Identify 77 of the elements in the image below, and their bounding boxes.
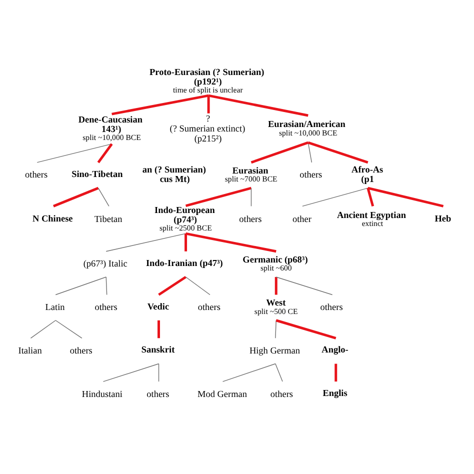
connector xyxy=(158,275,186,296)
connector xyxy=(250,140,309,164)
node-text: other xyxy=(292,214,312,224)
node-text: others xyxy=(300,169,322,180)
node-text: West xyxy=(266,297,286,308)
node-text: others xyxy=(239,214,262,224)
node-text: Latin xyxy=(45,301,65,312)
node-text: others xyxy=(320,301,343,312)
node-text: Dene-Caucasian 143¹) xyxy=(78,114,143,134)
connector xyxy=(275,320,276,338)
connector xyxy=(106,232,186,252)
connector xyxy=(55,276,106,295)
connector xyxy=(185,276,210,295)
node-label: split ~500 CE xyxy=(254,306,298,316)
node-text: Afro-As (p1 xyxy=(352,164,384,184)
connector xyxy=(222,362,276,382)
connector xyxy=(186,232,276,252)
node-text: Vedic xyxy=(147,300,170,311)
node-text: Eurasian/American xyxy=(268,118,346,129)
connector xyxy=(185,186,252,207)
node-text: Italian xyxy=(18,344,42,355)
node-text: (p67³) Italic xyxy=(83,258,128,268)
node-text: others xyxy=(70,344,92,355)
node-text: Indo-Iranian (p47³) xyxy=(146,257,223,268)
connector xyxy=(274,276,278,294)
label: an (? Sumerian) xyxy=(142,164,206,174)
node-text: Germanic (p68³) xyxy=(242,254,308,264)
node-text: Heb xyxy=(434,212,452,223)
node-text: others xyxy=(25,169,48,180)
connector xyxy=(184,233,188,251)
connector xyxy=(207,95,210,113)
node-text: others xyxy=(146,388,170,398)
connector xyxy=(36,143,112,162)
connector xyxy=(368,186,444,207)
node-text: Ancient Egyptian xyxy=(336,209,406,220)
connector xyxy=(97,142,113,163)
connector xyxy=(30,320,56,338)
connector xyxy=(276,276,333,295)
connector xyxy=(158,362,160,382)
node-label: split ~10,000 BCE xyxy=(278,128,338,137)
node-text: Anglo- xyxy=(322,344,348,354)
connector xyxy=(55,320,82,338)
connector xyxy=(112,94,209,115)
node-text: Englis xyxy=(322,388,348,398)
connector xyxy=(158,320,160,338)
node-text: Sanskrit xyxy=(141,344,175,354)
connector xyxy=(102,362,160,382)
node-text: Indo-European (p74³) xyxy=(154,204,215,224)
node-label: time of split is unclear xyxy=(172,85,243,94)
label: cus Mt) xyxy=(160,173,190,184)
node-text: others xyxy=(94,301,118,312)
connector xyxy=(308,142,312,162)
node-text: others xyxy=(198,301,220,312)
node-text: Tibetan xyxy=(94,214,122,224)
connector xyxy=(308,140,368,164)
connector xyxy=(250,187,252,206)
node-label: split ~7000 BCE xyxy=(224,174,278,184)
connector xyxy=(366,187,374,206)
connector xyxy=(53,186,99,207)
node-text: High German xyxy=(249,344,300,355)
node-text: others xyxy=(270,388,294,398)
node-label: split ~10,000 BCE xyxy=(82,132,141,142)
node-text: Sino-Tibetan xyxy=(72,168,123,178)
connector xyxy=(208,94,308,116)
connector xyxy=(302,187,368,206)
node-text: Eurasian xyxy=(232,164,268,175)
connector xyxy=(98,187,110,206)
connector xyxy=(275,362,283,382)
node-label: split ~2500 BCE xyxy=(159,223,212,232)
connector xyxy=(106,276,108,295)
node-text: Hindustani xyxy=(82,388,122,398)
node-text: N Chinese xyxy=(32,212,73,223)
connector xyxy=(276,318,336,339)
node-text: Proto-Eurasian (? Sumerian) (p192¹) xyxy=(150,66,264,86)
node-text: Mod German xyxy=(198,388,248,398)
node-text: ? (? Sumerian extinct) (p215²) xyxy=(170,112,246,143)
connector xyxy=(334,363,338,382)
